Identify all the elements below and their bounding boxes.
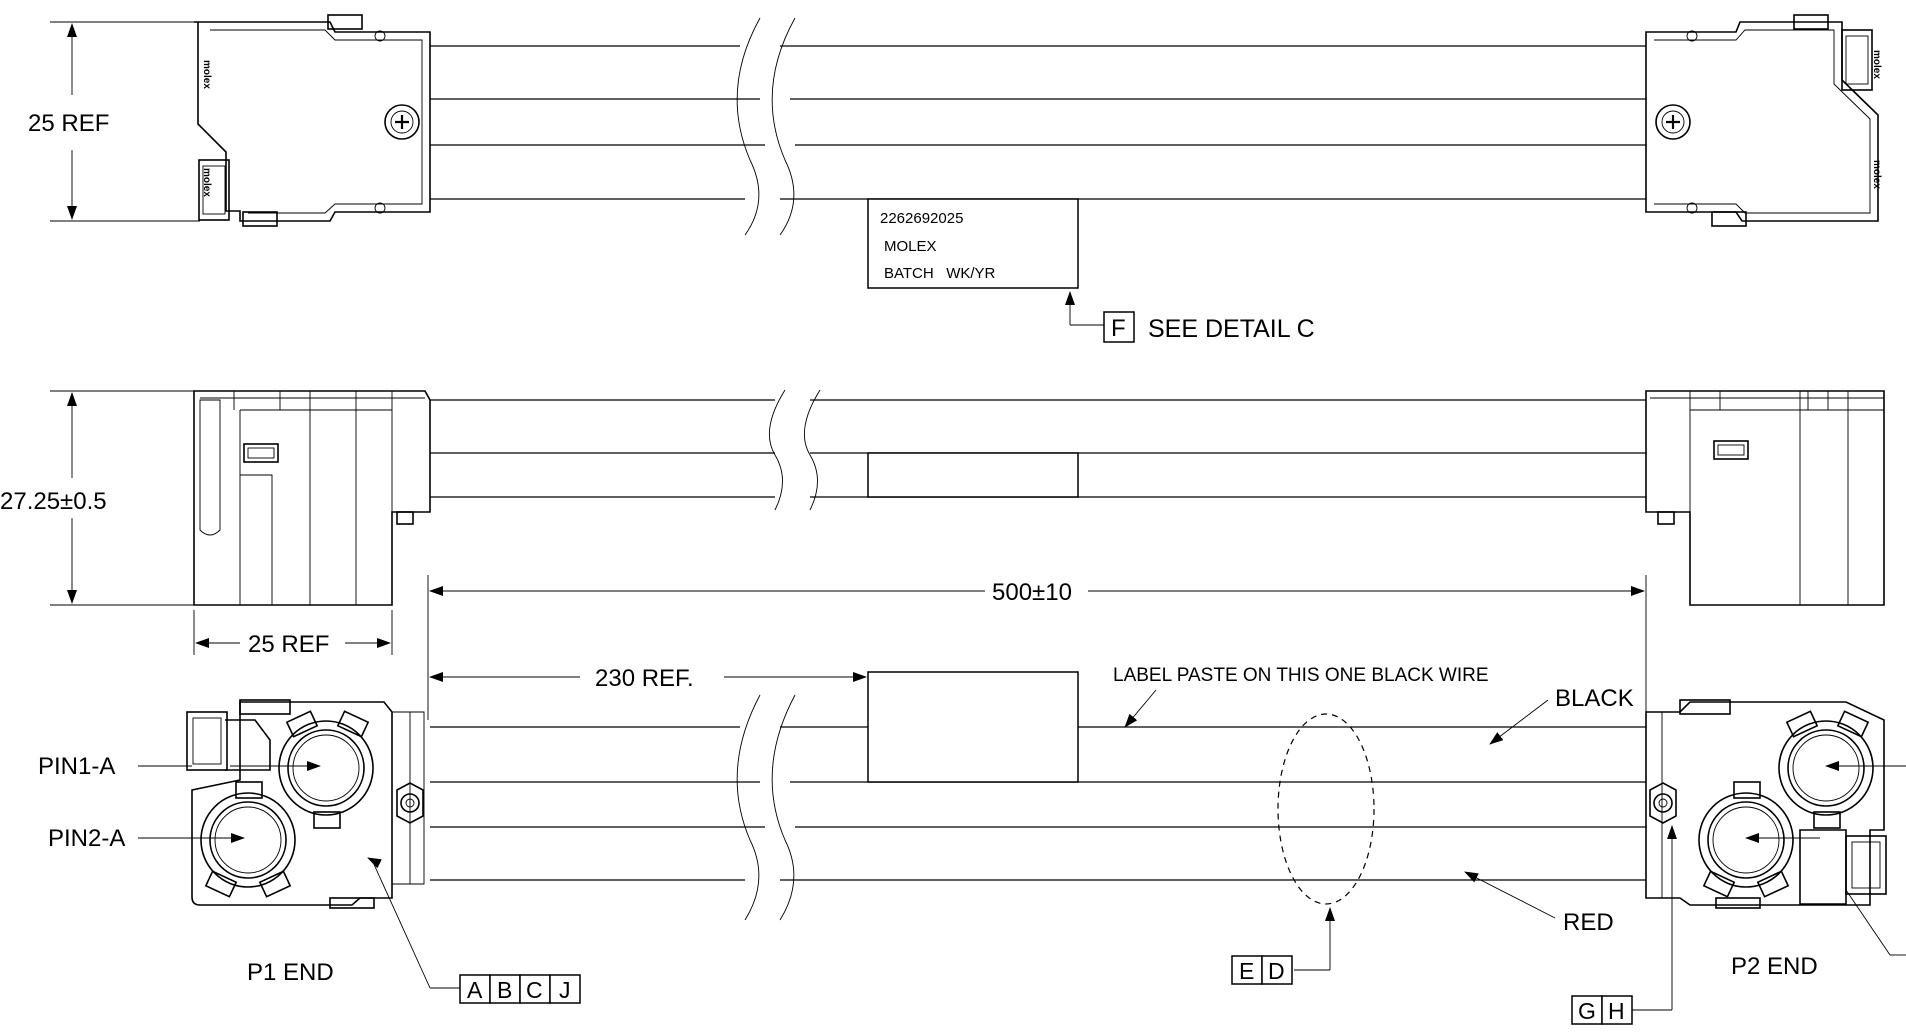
pin1-label: PIN1-A [38, 753, 115, 780]
detail-flag: F [1111, 315, 1126, 342]
overall-length-dimension: 500±10 [427, 575, 1647, 720]
label-offset-label: 230 REF. [595, 665, 694, 692]
flag-j: J [559, 977, 571, 1003]
top-view-wires [430, 17, 1646, 236]
label-side-view [867, 452, 1079, 498]
label-paste-callout: LABEL PASTE ON THIS ONE BLACK WIRE [1113, 665, 1489, 728]
flag-c: C [526, 977, 543, 1003]
molex-mark-left-top: molex [201, 60, 212, 89]
label-paste-note: LABEL PASTE ON THIS ONE BLACK WIRE [1113, 665, 1489, 686]
gh-callout: G H [1571, 825, 1677, 1025]
front-width-label: 25 REF [248, 631, 329, 658]
front-height-dimension: 27.25±0.5 [0, 390, 200, 606]
flag-d: D [1268, 958, 1285, 984]
front-width-dimension: 25 REF [193, 610, 393, 658]
flag-e: E [1239, 958, 1254, 984]
front-height-label: 27.25±0.5 [0, 488, 107, 515]
p2-connector-side [1645, 390, 1885, 606]
detail-flag-box [1103, 311, 1135, 343]
flag-a: A [467, 977, 483, 1003]
molex-mark-right-top: molex [1871, 50, 1882, 79]
p2-end-label: P2 END [1731, 953, 1818, 980]
molex-mark-right-bottom: molex [1871, 160, 1882, 189]
ed-callout: E D [1231, 907, 1335, 985]
red-wire-label: RED [1563, 909, 1614, 936]
bottom-view-wires [430, 671, 1646, 921]
top-height-label: 25 REF [28, 110, 109, 137]
wire-section-ellipse [1277, 713, 1375, 905]
p1-end-label: P1 END [247, 959, 334, 986]
front-view-wires [430, 389, 1646, 511]
label-batch: BATCH WK/YR [884, 265, 996, 282]
p1-connector-bottom: PIN1-A PIN2-A P1 END [38, 699, 425, 986]
overall-length-label: 500±10 [992, 579, 1072, 606]
flag-b: B [497, 977, 512, 1003]
p2-connector-top: molex molex [1645, 14, 1882, 227]
p2-connector-bottom: P2 END [1645, 699, 1906, 980]
label-brand: MOLEX [884, 238, 937, 255]
top-height-dimension: 25 REF [28, 21, 200, 222]
p1-connector-top: molex molex [194, 14, 431, 227]
black-wire-callout: BLACK [1489, 685, 1634, 745]
abcj-callout: A B C J [367, 857, 581, 1004]
label-part-number: 2262692025 [880, 210, 963, 227]
red-wire-callout: RED [1464, 871, 1614, 936]
molex-mark-left-bottom: molex [201, 168, 212, 197]
label-bottom-view [867, 671, 1079, 783]
bottom-view: 230 REF. [38, 665, 1906, 1025]
black-wire-label: BLACK [1555, 685, 1634, 712]
flag-h: H [1608, 998, 1625, 1024]
flag-g: G [1578, 998, 1596, 1024]
front-view: 27.25±0.5 [0, 389, 1885, 720]
top-view: 25 REF molex molex [28, 14, 1882, 343]
detail-text: SEE DETAIL C [1148, 315, 1315, 343]
label-block: 2262692025 MOLEX BATCH WK/YR F SEE DETAI… [867, 198, 1315, 343]
p1-connector-side [193, 390, 431, 606]
pin2-label: PIN2-A [48, 825, 125, 852]
label-offset-dimension: 230 REF. [429, 665, 869, 760]
